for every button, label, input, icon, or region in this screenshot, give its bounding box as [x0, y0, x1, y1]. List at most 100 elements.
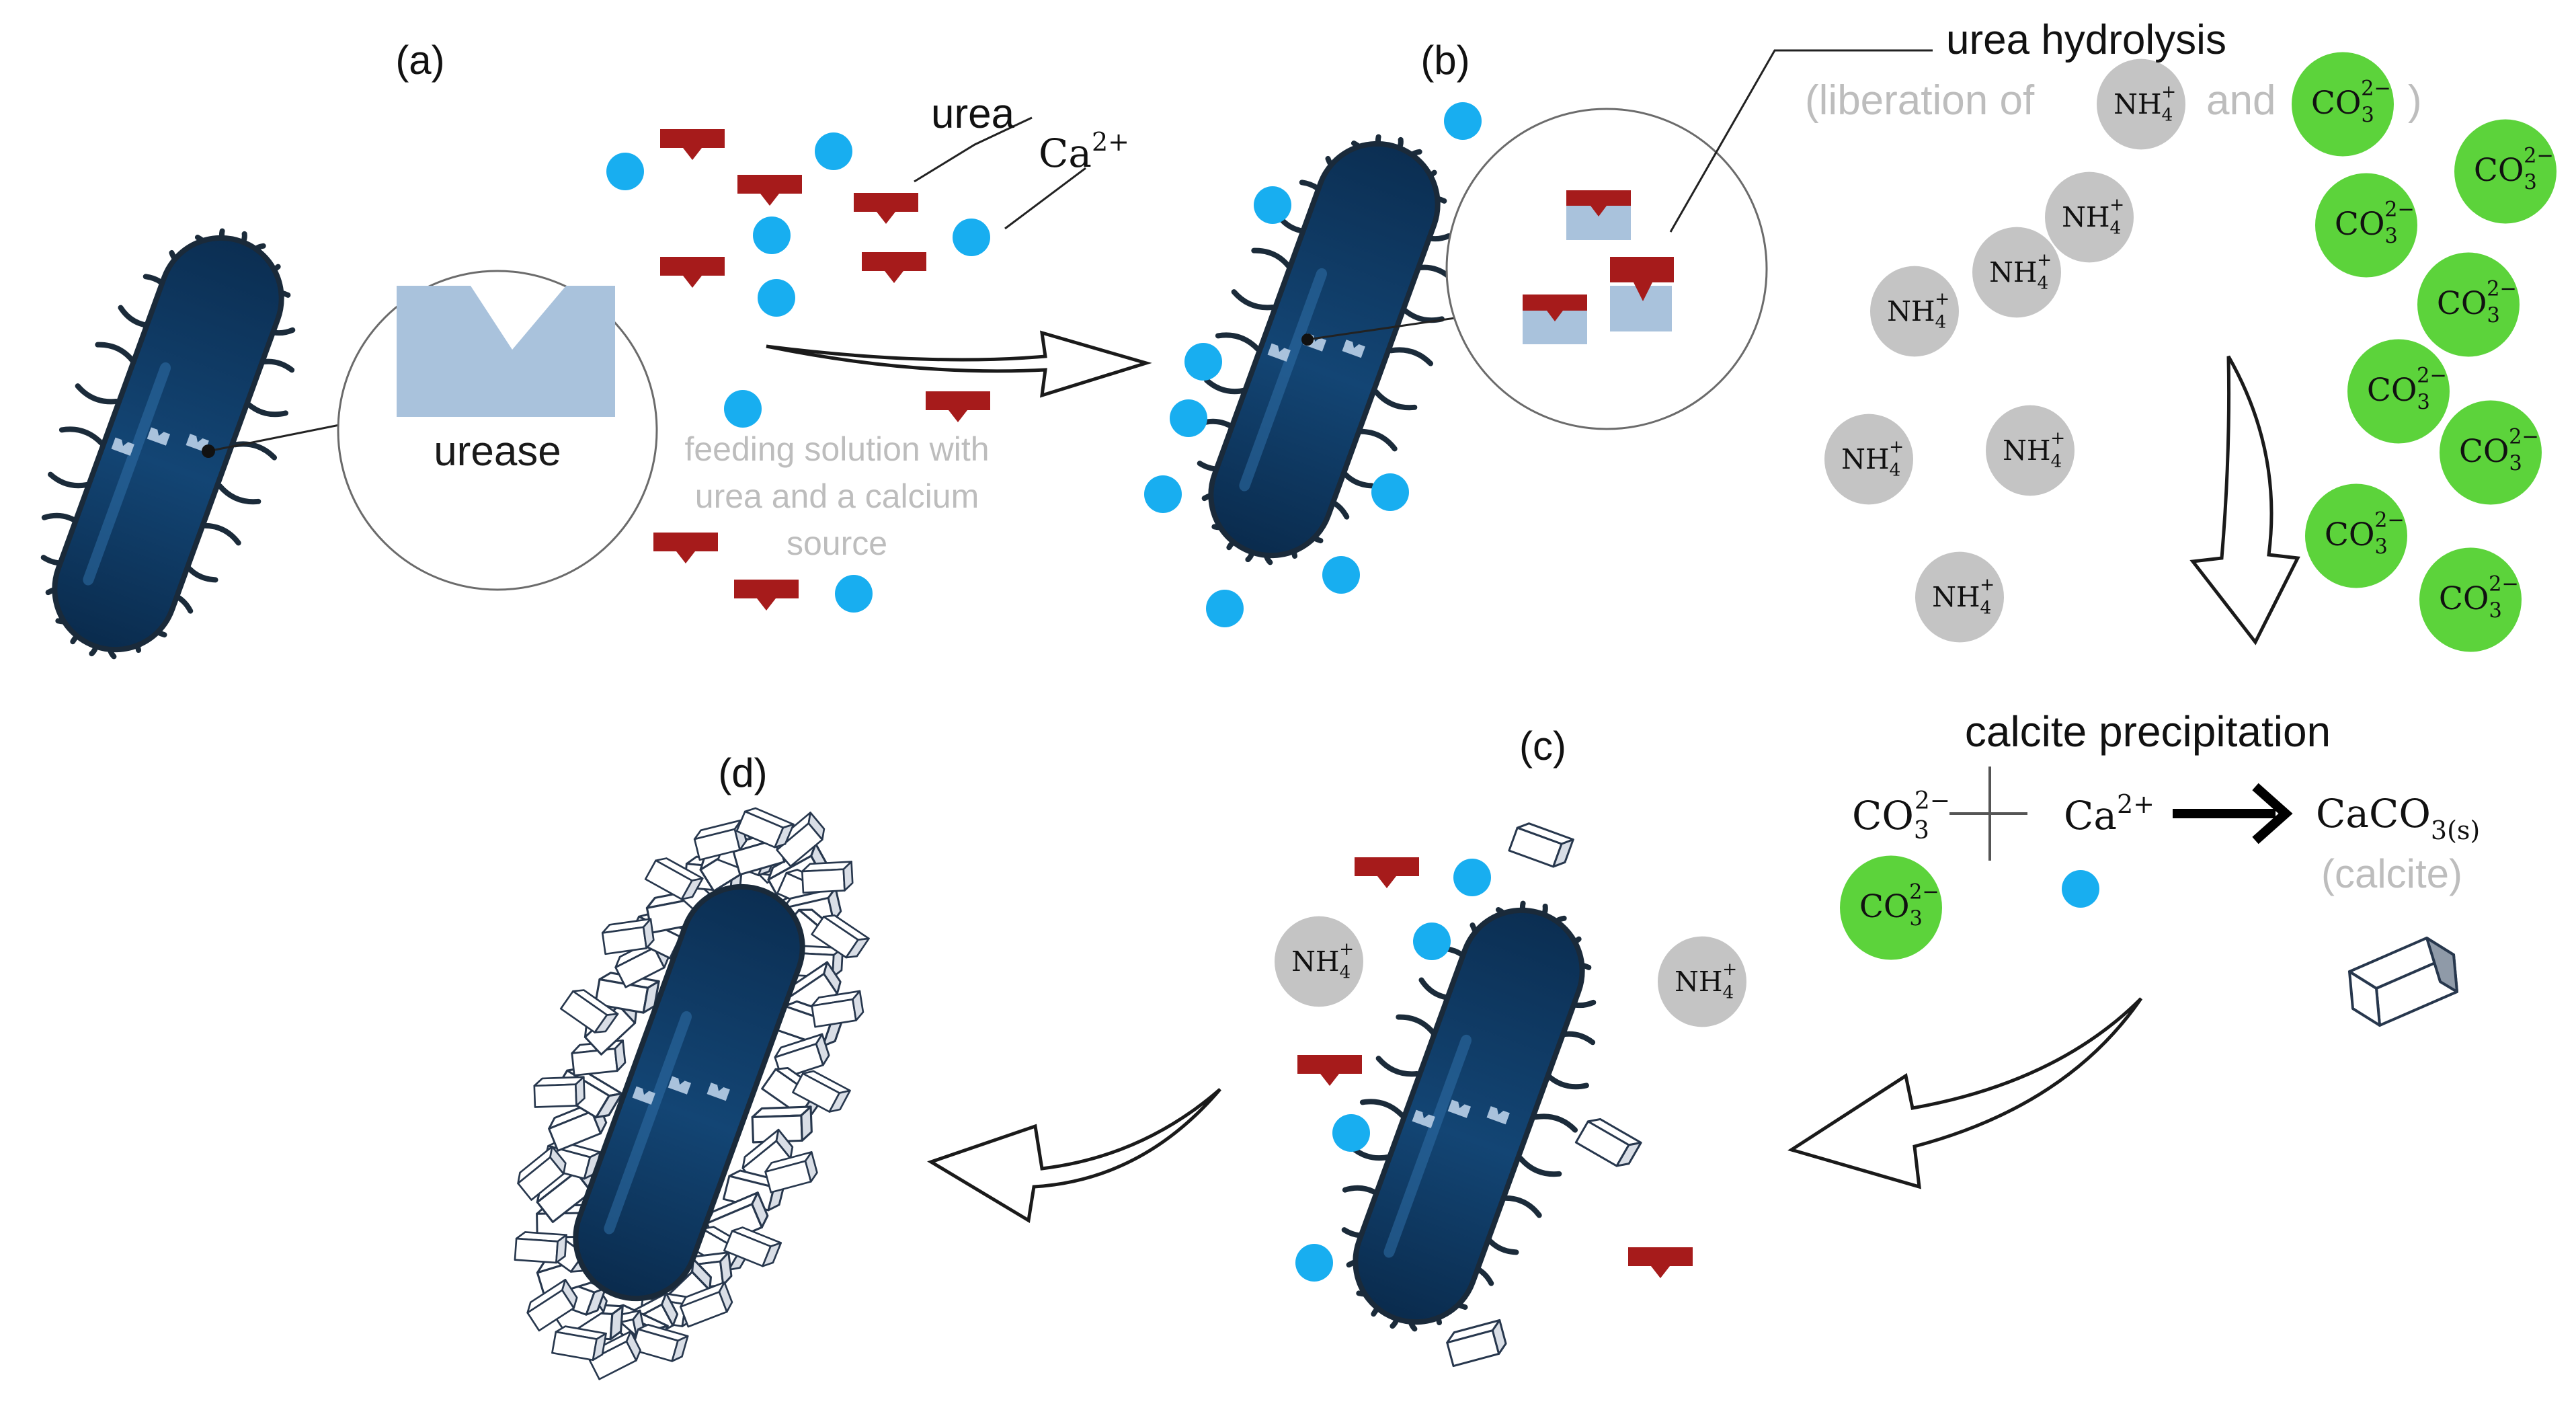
calcite-crystal [594, 972, 660, 1014]
calcite-crystal [751, 1105, 813, 1144]
calcium-ion [758, 279, 795, 317]
carbonate-ion: CO32− [2315, 173, 2417, 278]
urease-urea-complex-2 [1523, 295, 1587, 344]
svg-text:CO32−: CO32− [2437, 278, 2517, 328]
calcium-ion [724, 390, 762, 428]
cilium [1375, 1056, 1420, 1077]
urea-molecule [660, 129, 725, 160]
calcite-crystal [551, 1325, 607, 1362]
cilium [1231, 289, 1275, 311]
cilium [95, 342, 136, 365]
calcium-ion [753, 217, 791, 254]
liberation-and: and [2206, 77, 2276, 124]
calcium-ion [1322, 556, 1360, 594]
cilium [1518, 1155, 1562, 1177]
reaction-carbonate: CO32− [1852, 787, 1950, 845]
calcite-precipitation-title: calcite precipitation [1965, 707, 2331, 756]
arrow-a-to-b [766, 330, 1152, 398]
ammonium-ion: NH4+ [2045, 171, 2134, 263]
calcium-ion [1453, 859, 1491, 896]
calcite-crystal [811, 990, 864, 1028]
urease-urea-complex-1 [1566, 190, 1631, 240]
carbonate-ion: CO32− [1840, 855, 1942, 960]
calcite-crystal [1574, 1117, 1642, 1167]
bacterium-c [1341, 900, 1597, 1332]
cell-highlight [1383, 1034, 1472, 1258]
cilium [1359, 1099, 1405, 1118]
svg-text:NH4+: NH4+ [1989, 249, 2052, 293]
cell-body [1353, 907, 1585, 1325]
bacterium-a [40, 228, 296, 660]
calcite-crystal [792, 1070, 851, 1113]
calcium-ion [1254, 186, 1291, 224]
calcium-ion [2062, 870, 2099, 908]
calcite-crystal [644, 857, 704, 900]
svg-text:NH4+: NH4+ [2003, 428, 2065, 471]
urea-molecule [653, 533, 718, 563]
urease-zoom: urease [202, 270, 658, 591]
cilium [1500, 1195, 1542, 1218]
urease-mark [632, 1086, 655, 1105]
arrow-c-to-d [927, 1088, 1221, 1224]
crystal-layer-c [1446, 822, 1642, 1368]
urea-molecule [660, 257, 725, 288]
calcium-ion [1295, 1244, 1333, 1282]
urease-mark [1447, 1099, 1472, 1118]
urea-molecule [1297, 1055, 1362, 1086]
calcite-crystal [1446, 1319, 1507, 1368]
urease-mark [1342, 340, 1365, 358]
carbonate-ion: CO32− [2454, 119, 2557, 224]
panel-a-label: (a) [395, 38, 444, 83]
text-labels: (a) (b) (c) (d) urea Ca2+ feeding soluti… [395, 17, 2480, 896]
urease-enzyme-shape [397, 286, 615, 417]
bacterium-d [573, 884, 805, 1302]
svg-text:CO32−: CO32− [2311, 77, 2391, 128]
cilium [1396, 1014, 1437, 1037]
cilium [1388, 347, 1434, 366]
urea-molecule [1628, 1247, 1693, 1278]
reaction-product: CaCO3(s) [2316, 791, 2480, 845]
urea-molecule [1355, 857, 1419, 888]
calcite-crystal [533, 1076, 586, 1108]
arrow-b-to-calcite [2189, 355, 2300, 645]
cell-body [1208, 141, 1441, 559]
calcium-ion [815, 132, 852, 170]
cell-highlight [604, 1011, 692, 1234]
cilium [1204, 377, 1248, 395]
arrow-calcite-to-c [1787, 997, 2143, 1189]
feeding-text-line-2: urea and a calcium [695, 477, 979, 515]
urea-molecule [737, 175, 802, 206]
calcium-ion [1184, 343, 1222, 381]
carbonate-ion: CO32− [2292, 52, 2394, 157]
calcite-crystal [559, 989, 619, 1033]
svg-text:NH4+: NH4+ [2114, 81, 2176, 125]
carbonate-ion: CO32− [2440, 400, 2542, 505]
calcium-ion [1371, 473, 1409, 511]
calcite-crystal [811, 914, 870, 959]
calcium-ion [1413, 923, 1451, 960]
svg-text:CO32−: CO32− [2439, 573, 2519, 623]
svg-text:NH4+: NH4+ [1675, 959, 1737, 1003]
calcium-ion [1206, 590, 1244, 627]
carbonate-ion: CO32− [2417, 252, 2520, 357]
ammonium-ion: NH4+ [1986, 405, 2075, 496]
svg-text:NH4+: NH4+ [1932, 574, 1995, 618]
svg-text:CO32−: CO32− [2367, 364, 2447, 415]
cilium [1373, 389, 1418, 411]
urea-molecule [926, 391, 990, 422]
cilium [1215, 332, 1260, 352]
urease-mark [111, 437, 134, 456]
cilium [58, 426, 104, 446]
cilium [48, 471, 92, 489]
feeding-text-line-1: feeding solution with [684, 430, 989, 468]
ammonium-ion: NH4+ [1915, 551, 2004, 643]
calcium-ion [606, 153, 644, 190]
bacteria-layer [40, 134, 1597, 1332]
cell-highlight [1239, 268, 1328, 492]
ammonium-ion: NH4+ [1658, 936, 1746, 1027]
calcium-ion [1332, 1114, 1370, 1152]
svg-text:CO32−: CO32− [2335, 198, 2415, 249]
urease-mark [707, 1083, 730, 1101]
